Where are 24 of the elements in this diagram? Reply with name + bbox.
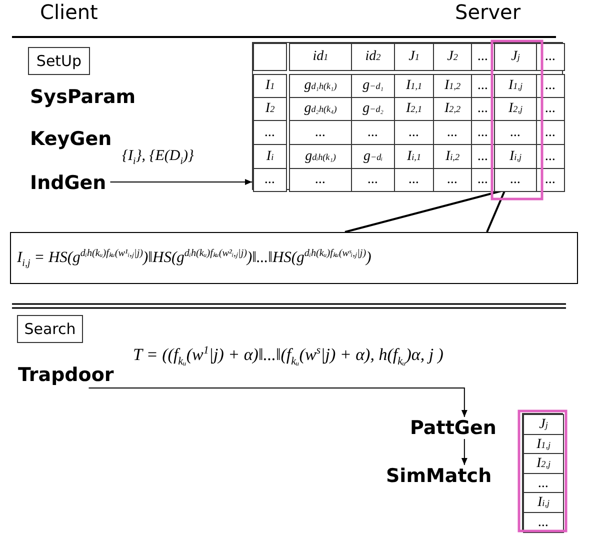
table-cell: ...: [523, 473, 564, 494]
table-cell: ...: [536, 43, 565, 71]
arrow: [461, 438, 468, 466]
phase-box: Search: [17, 315, 83, 343]
table-cell: ...: [253, 168, 287, 192]
formula-text: I$_{i,j}$ = HS(g$^{dᵢh(kᵤ)fₖᵤ(w¹ᵢ,ⱼ|j)}$)‖HS(g$^{dᵢh(kᵤ)fₖᵤ(w²ᵢ,ⱼ|j)}$)‖...‖HS(g$^{dᵢh(kᵤ)fₖᵤ(wˢᵢ,ⱼ|j)}$): [17, 249, 372, 267]
table-cell: ...: [536, 168, 565, 192]
edge-label: T = ((f$_{kᵤ}$(w$^{1}$|j) + α)‖...‖(f$_{kᵤ}$(w$^{s}$|j) + α), h(f$_{kᵤ}$)α, j ): [133, 345, 444, 365]
step-label: SimMatch: [386, 465, 492, 487]
step-label: Trapdoor: [18, 364, 114, 386]
step-label: PattGen: [410, 417, 496, 439]
step-label: KeyGen: [30, 128, 112, 150]
column-heading: Server: [455, 0, 521, 24]
arrow: [88, 388, 468, 418]
step-label: IndGen: [30, 172, 106, 194]
column-heading: Client: [40, 0, 98, 24]
table-cell: ...: [253, 120, 287, 145]
formula-box: [10, 232, 578, 284]
index-table: [252, 42, 563, 190]
arrow: [110, 179, 252, 185]
step-label: SysParam: [30, 86, 136, 108]
table-cell: ...: [289, 168, 352, 192]
phase-box: SetUp: [28, 47, 90, 75]
edge-label: {I$_{i}$}, {E(D$_{i}$)}: [122, 148, 194, 165]
